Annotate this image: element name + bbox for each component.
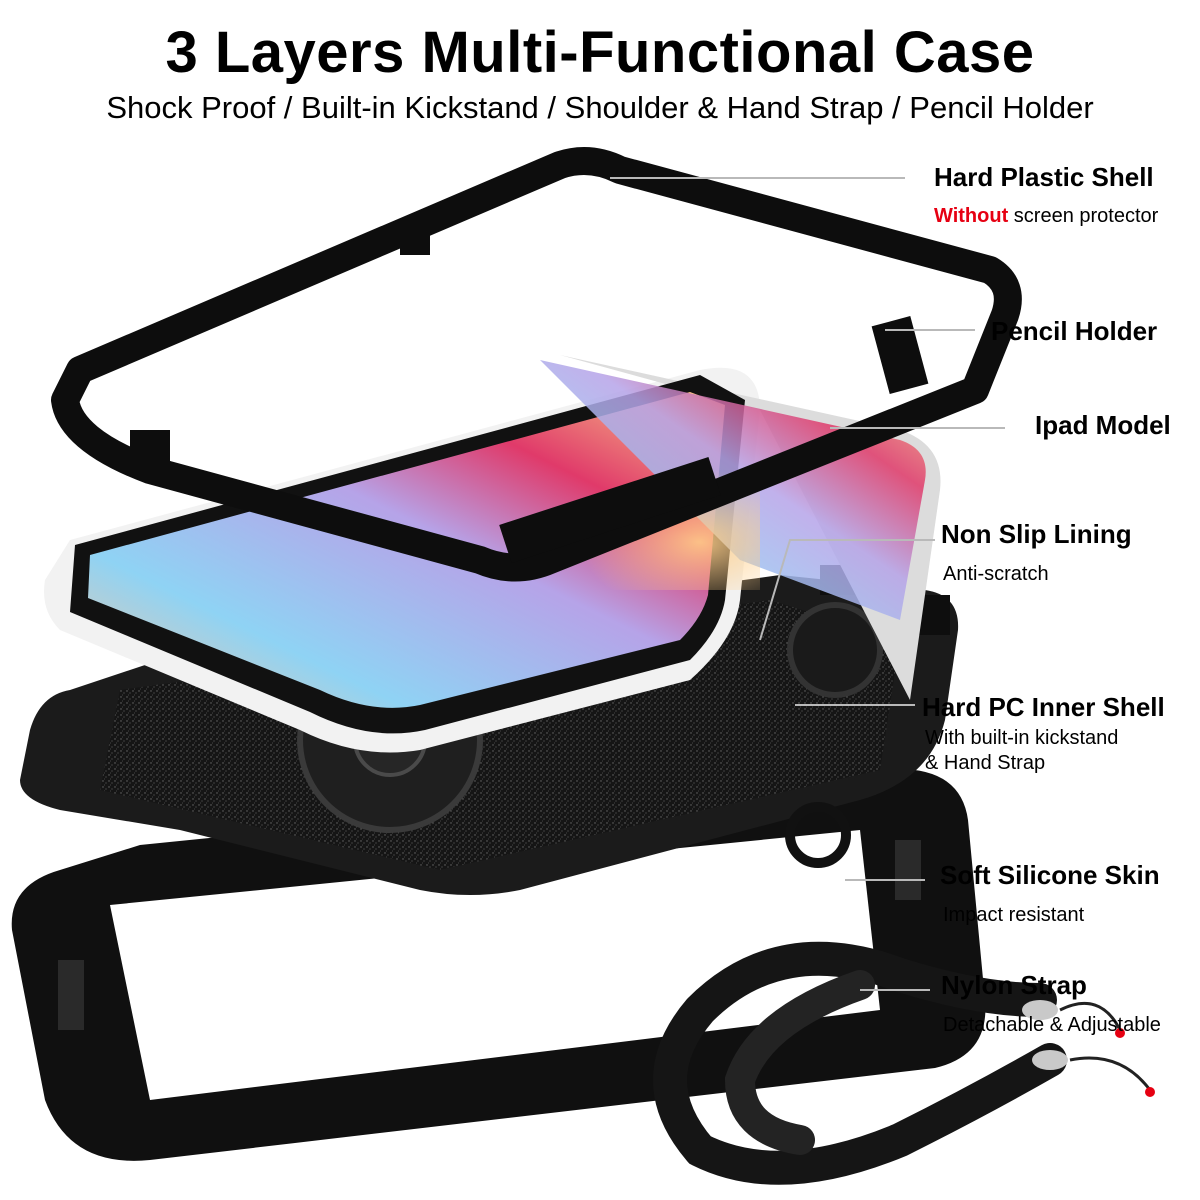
- hard-plastic-shell-layer: [51, 147, 1022, 582]
- callout-non-slip-lining-note: Anti-scratch: [943, 563, 1049, 585]
- page-title: 3 Layers Multi-Functional Case: [165, 20, 1035, 85]
- callout-pencil-holder: Pencil Holder: [991, 316, 1158, 346]
- nylon-strap-illustration: [653, 941, 1155, 1185]
- callout-nylon-strap-note: Detachable & Adjustable: [943, 1014, 1161, 1036]
- callout-hard-plastic-shell: Hard Plastic Shell: [934, 162, 1154, 192]
- callout-hard-pc-inner-shell-note-2: & Hand Strap: [925, 752, 1046, 774]
- callout-soft-silicone-skin: Soft Silicone Skin: [940, 860, 1160, 890]
- callout-nylon-strap: Nylon Strap: [941, 970, 1087, 1000]
- callout-hard-pc-inner-shell: Hard PC Inner Shell: [922, 692, 1165, 722]
- callout-ipad-model: Ipad Model: [1035, 410, 1171, 440]
- note-rest: screen protector: [1008, 205, 1159, 227]
- callout-non-slip-lining: Non Slip Lining: [941, 519, 1132, 549]
- note-highlight: Without: [934, 205, 1009, 227]
- page-subtitle: Shock Proof / Built-in Kickstand / Shoul…: [106, 90, 1094, 125]
- callout-hard-plastic-shell-note: Without screen protector: [934, 204, 1158, 229]
- callout-soft-silicone-skin-note: Impact resistant: [943, 904, 1085, 926]
- leader-lines: [610, 177, 1005, 991]
- callout-hard-pc-inner-shell-note-1: With built-in kickstand: [925, 727, 1119, 749]
